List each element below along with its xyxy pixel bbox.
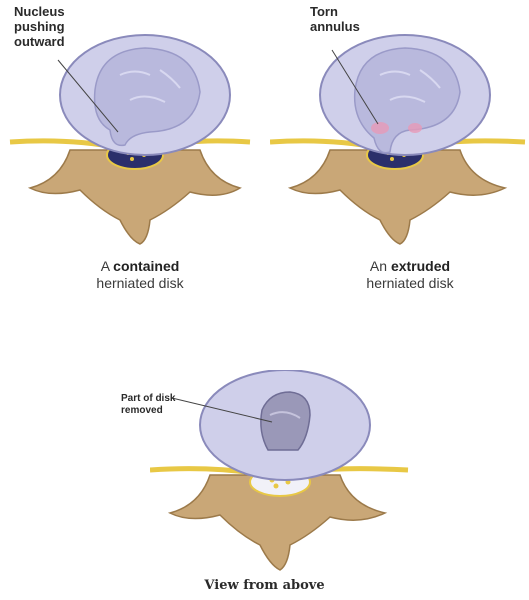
caption-view-from-above: View from above — [0, 578, 529, 593]
extruded-hernia-figure — [270, 20, 529, 250]
annulus-tear — [371, 122, 389, 134]
caption-contained: A contained herniated disk — [70, 258, 210, 292]
contained-hernia-illustration — [0, 20, 260, 250]
annulus-tear — [408, 123, 422, 133]
caption-extruded: An extruded herniated disk — [340, 258, 480, 292]
callout-part-of-disk-removed: Part of disk removed — [121, 393, 175, 417]
disk-removed-figure — [150, 370, 410, 575]
callout-torn-annulus: Torn annulus — [310, 4, 360, 34]
extruded-hernia-illustration — [270, 20, 529, 250]
disk-removed-illustration — [150, 370, 410, 575]
contained-hernia-figure — [0, 20, 260, 250]
callout-nucleus-pushing-outward: Nucleus pushing outward — [14, 4, 65, 49]
